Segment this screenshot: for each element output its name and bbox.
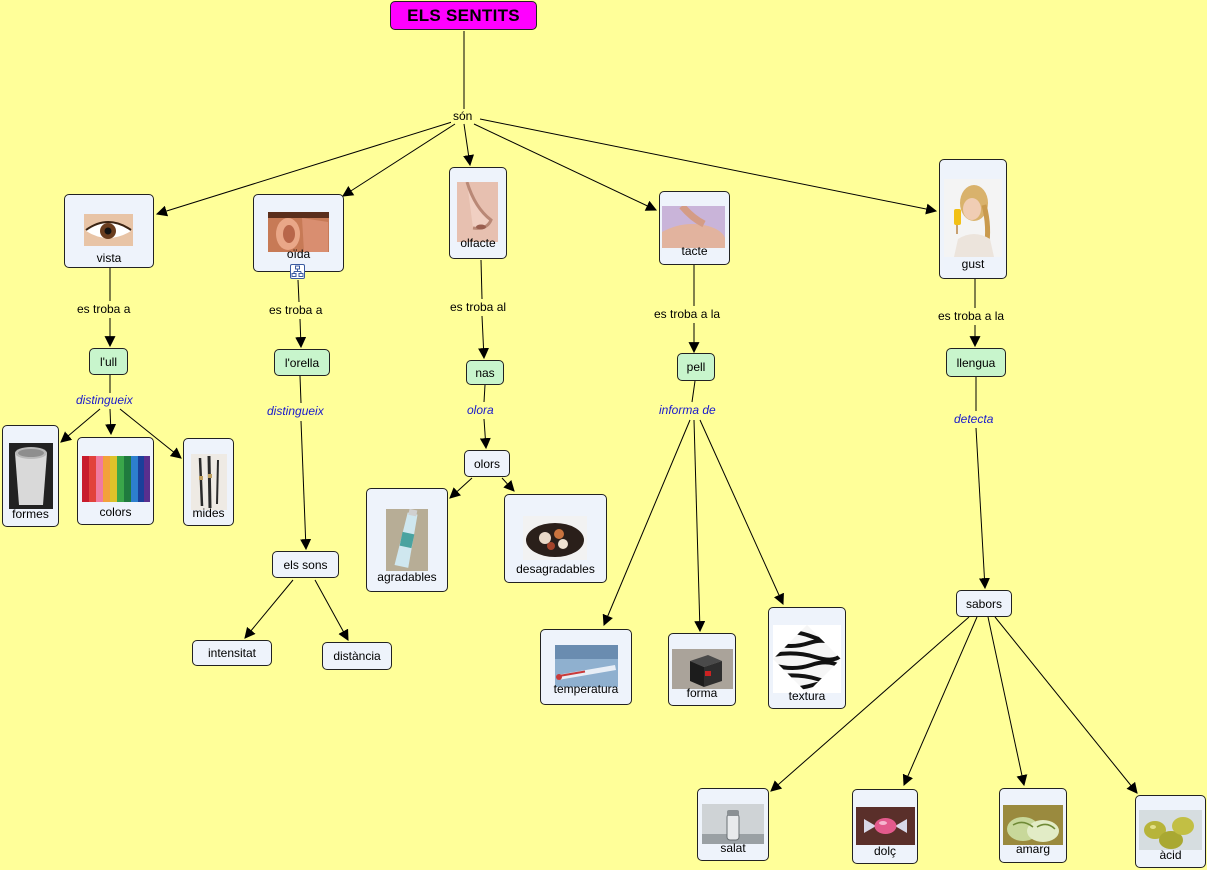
girl-eating-picture xyxy=(944,179,1002,257)
node-oida[interactable]: oïda xyxy=(253,194,344,272)
node-ull[interactable]: l'ull xyxy=(89,348,128,375)
ear-picture xyxy=(268,212,329,252)
link-label-pell: informa de xyxy=(657,403,718,417)
node-label: vista xyxy=(96,251,122,265)
endive-picture xyxy=(1003,805,1063,845)
coloured-pencils-picture xyxy=(82,456,150,502)
node-label: àcid xyxy=(1159,848,1182,862)
node-label: textura xyxy=(788,689,826,703)
node-label: formes xyxy=(12,507,49,521)
lemons-picture xyxy=(1139,810,1202,850)
thermometer-picture xyxy=(555,645,618,687)
link-label-gust: es troba a la xyxy=(936,309,1007,323)
node-mides[interactable]: mides xyxy=(183,438,234,526)
submap-icon[interactable] xyxy=(290,264,305,279)
link-label-tacte: es troba a la xyxy=(652,307,723,321)
node-label: tacte xyxy=(681,244,708,258)
node-label: mides xyxy=(192,506,225,520)
cube-picture xyxy=(672,649,733,689)
node-els-sons[interactable]: els sons xyxy=(272,551,339,578)
perfume-bottle-picture xyxy=(386,509,428,571)
node-tacte[interactable]: tacte xyxy=(659,191,730,265)
touch-picture xyxy=(662,206,725,248)
nose-picture xyxy=(457,182,498,242)
node-acid[interactable]: àcid xyxy=(1135,795,1206,868)
node-olors[interactable]: olors xyxy=(464,450,510,477)
node-colors[interactable]: colors xyxy=(77,437,154,525)
concept-map-title[interactable]: ELS SENTITS xyxy=(390,1,537,30)
node-label: desagradables xyxy=(516,562,595,576)
node-label: olfacte xyxy=(460,236,496,250)
zebra-texture-picture xyxy=(773,625,841,693)
link-label-olfacte: es troba al xyxy=(448,300,509,314)
node-intensitat[interactable]: intensitat xyxy=(192,640,272,666)
node-pell[interactable]: pell xyxy=(677,353,715,381)
candy-picture xyxy=(856,807,915,845)
node-salat[interactable]: salat xyxy=(697,788,769,861)
link-label-oida: es troba a xyxy=(267,303,325,317)
cup-picture xyxy=(9,443,53,509)
node-desagradables[interactable]: desagradables xyxy=(504,494,607,583)
link-label-vista: es troba a xyxy=(75,302,133,316)
salt-shaker-picture xyxy=(702,804,764,844)
link-label-ull: distingueix xyxy=(74,393,135,407)
brushes-picture xyxy=(191,454,227,510)
node-temperatura[interactable]: temperatura xyxy=(540,629,632,705)
node-label: forma xyxy=(686,686,718,700)
node-olfacte[interactable]: olfacte xyxy=(449,167,507,259)
node-forma[interactable]: forma xyxy=(668,633,736,706)
node-label: temperatura xyxy=(553,682,619,696)
node-amarg[interactable]: amarg xyxy=(999,788,1067,863)
node-distancia[interactable]: distància xyxy=(322,642,392,670)
node-label: agradables xyxy=(377,570,437,584)
node-nas[interactable]: nas xyxy=(466,360,504,385)
node-label: dolç xyxy=(873,844,896,858)
node-llengua[interactable]: llengua xyxy=(946,348,1006,377)
node-gust[interactable]: gust xyxy=(939,159,1007,279)
link-label-nas: olora xyxy=(465,403,496,417)
node-label: colors xyxy=(99,505,132,519)
link-label-orella: distingueix xyxy=(265,404,326,418)
rotten-food-picture xyxy=(523,516,587,560)
link-label-llengua: detecta xyxy=(952,412,996,426)
node-sabors[interactable]: sabors xyxy=(956,590,1012,617)
node-label: gust xyxy=(961,257,985,271)
link-label-son: són xyxy=(451,109,475,123)
node-textura[interactable]: textura xyxy=(768,607,846,709)
node-label: oïda xyxy=(286,247,311,261)
node-label: salat xyxy=(720,841,746,855)
node-orella[interactable]: l'orella xyxy=(274,349,330,376)
eye-picture xyxy=(84,214,133,246)
node-label: amarg xyxy=(1015,842,1050,856)
node-formes[interactable]: formes xyxy=(2,425,59,527)
node-vista[interactable]: vista xyxy=(64,194,154,268)
node-agradables[interactable]: agradables xyxy=(366,488,448,592)
node-dolc[interactable]: dolç xyxy=(852,789,918,864)
